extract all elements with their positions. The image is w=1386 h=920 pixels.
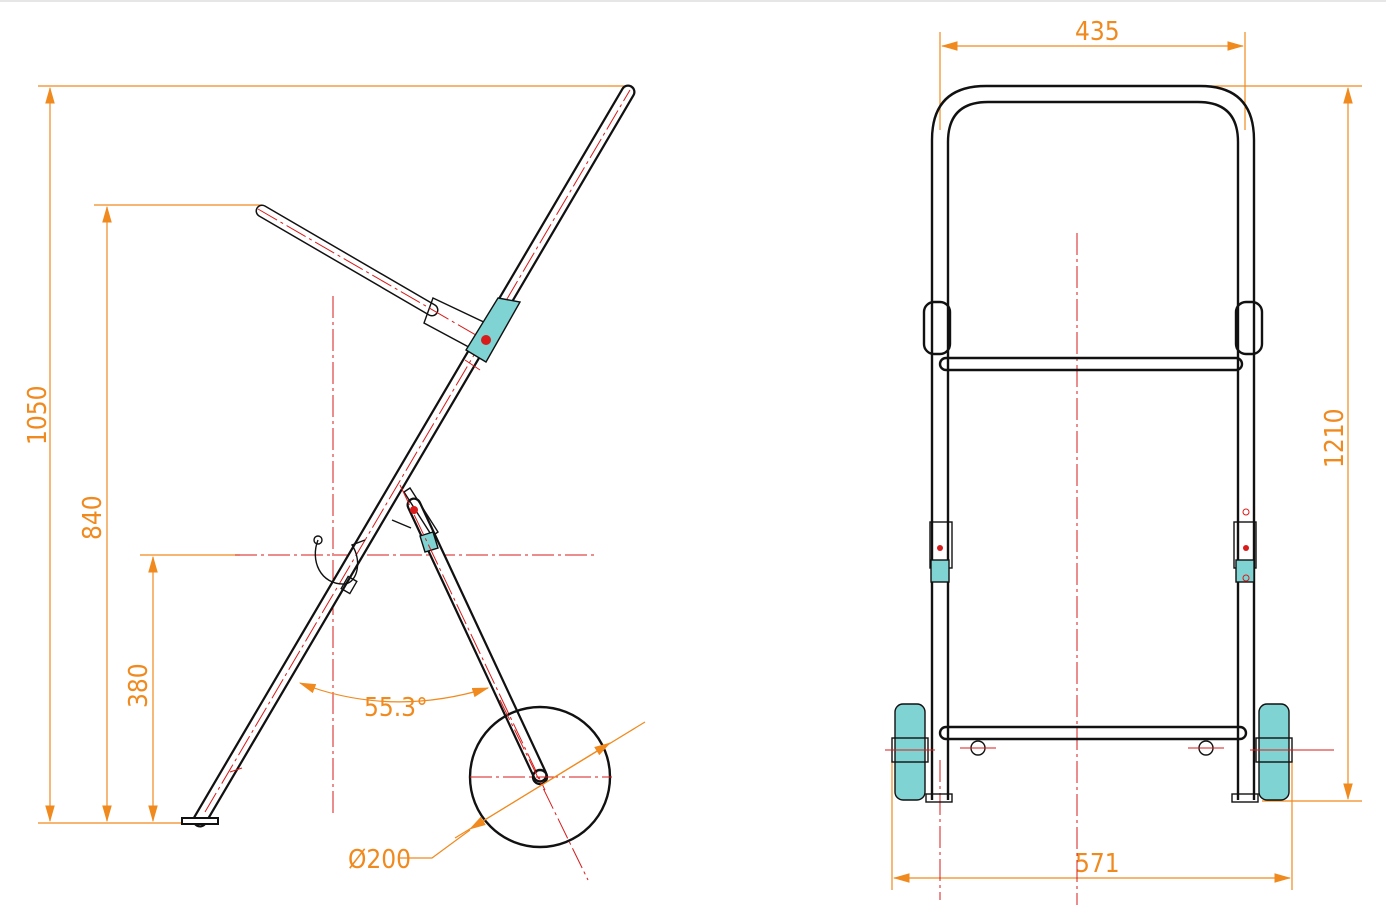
dimension-380: 380 bbox=[124, 554, 240, 823]
dimension-1210: 1210 bbox=[1200, 85, 1362, 802]
dimension-571: 571 bbox=[891, 760, 1293, 890]
left-foot bbox=[925, 793, 953, 803]
dimension-840: 840 bbox=[78, 204, 262, 823]
dimension-435: 435 bbox=[939, 17, 1246, 130]
dim-label-1210: 1210 bbox=[1320, 408, 1350, 468]
side-view: 1050 840 380 bbox=[23, 84, 646, 881]
left-joint-sleeve bbox=[922, 300, 952, 356]
right-wheel bbox=[1250, 703, 1334, 801]
handle-arm bbox=[255, 204, 491, 353]
foot-mark bbox=[229, 767, 243, 773]
diameter-label: Ø200 bbox=[348, 845, 411, 875]
rear-leg bbox=[391, 484, 548, 791]
right-joint-sleeve bbox=[1234, 300, 1264, 356]
right-foot bbox=[1231, 793, 1259, 803]
right-hinge-hatch bbox=[1235, 559, 1255, 583]
main-tube bbox=[181, 84, 636, 828]
diameter-dimension: Ø200 bbox=[348, 721, 646, 875]
dim-label-380: 380 bbox=[124, 663, 154, 708]
angle-dimension: 55.3° bbox=[298, 682, 490, 723]
frame bbox=[922, 84, 1264, 803]
foot bbox=[181, 817, 219, 825]
angle-label: 55.3° bbox=[364, 693, 428, 723]
hook-bracket bbox=[340, 575, 358, 595]
dim-label-435: 435 bbox=[1075, 17, 1120, 47]
lower-crossbar bbox=[938, 725, 1248, 741]
dimension-1050: 1050 bbox=[23, 85, 632, 824]
dim-label-1050: 1050 bbox=[23, 385, 53, 445]
side-wheel bbox=[468, 699, 612, 881]
hook bbox=[314, 539, 366, 585]
left-wheel bbox=[885, 703, 935, 801]
dim-label-840: 840 bbox=[78, 495, 108, 540]
front-view: 435 1210 571 bbox=[885, 17, 1362, 905]
upper-crossbar bbox=[938, 356, 1244, 372]
left-hinge-hatch bbox=[930, 559, 950, 583]
dim-label-571: 571 bbox=[1075, 849, 1120, 879]
hinge-joint bbox=[464, 297, 522, 371]
hook-pivot bbox=[313, 535, 323, 545]
